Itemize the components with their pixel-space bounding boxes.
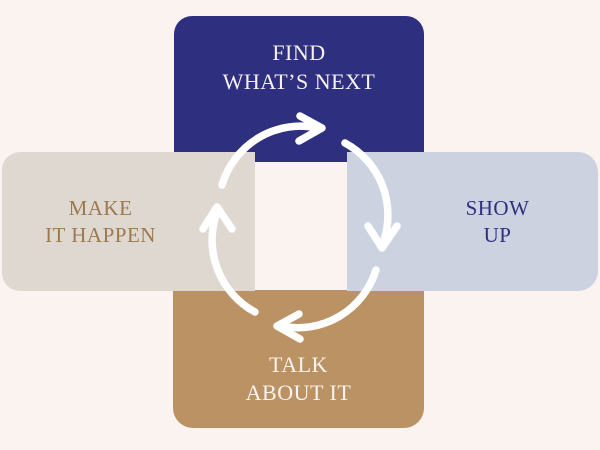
cycle-step-right-label: SHOW UP bbox=[465, 195, 530, 247]
cycle-step-left-label: MAKE IT HAPPEN bbox=[45, 195, 156, 247]
cycle-step-top-label: FIND WHAT’S NEXT bbox=[222, 40, 376, 94]
cycle-step-talk-about-it[interactable]: TALK ABOUT IT bbox=[173, 288, 424, 428]
cycle-step-find-whats-next[interactable]: FIND WHAT’S NEXT bbox=[174, 16, 424, 163]
cycle-step-bottom-label: TALK ABOUT IT bbox=[245, 351, 352, 405]
cycle-step-make-it-happen[interactable]: MAKE IT HAPPEN bbox=[2, 152, 255, 291]
cycle-step-show-up[interactable]: SHOW UP bbox=[347, 152, 598, 291]
cycle-center-gap bbox=[255, 162, 347, 290]
